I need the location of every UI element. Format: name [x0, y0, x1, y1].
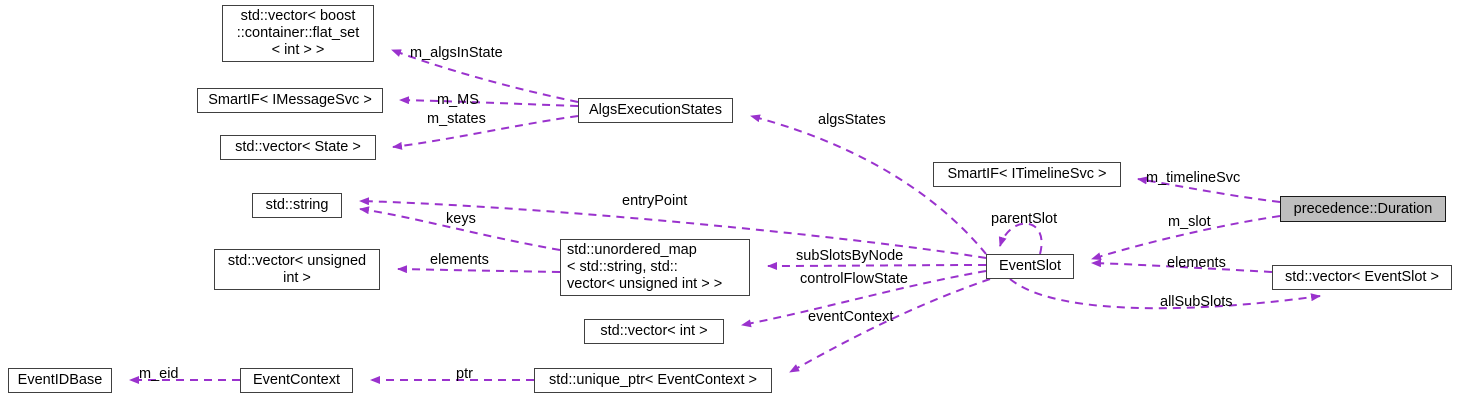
node-label: std::vector< int >	[600, 323, 708, 339]
node-label: std::unordered_map < std::string, std:: …	[567, 242, 723, 292]
edge-eventContext	[789, 278, 991, 373]
edge-label-m_timelineSvc: m_timelineSvc	[1146, 170, 1241, 186]
node-label: std::vector< State >	[235, 139, 361, 155]
edge-m_MS	[399, 96, 579, 107]
edge-label-eventContext: eventContext	[808, 309, 894, 325]
node-eventslot[interactable]: EventSlot	[986, 254, 1074, 279]
edge-label-elements-slot: elements	[1167, 255, 1226, 271]
node-vec-flatset[interactable]: std::vector< boost ::container::flat_set…	[222, 5, 374, 62]
node-std-string[interactable]: std::string	[252, 193, 342, 218]
node-label: std::unique_ptr< EventContext >	[549, 372, 757, 388]
node-vector-int[interactable]: std::vector< int >	[584, 319, 724, 344]
node-vector-unsigned-int[interactable]: std::vector< unsigned int >	[214, 249, 380, 290]
edge-parentSlot	[998, 222, 1043, 255]
node-label: precedence::Duration	[1293, 200, 1433, 217]
node-smartif-imessagesvc[interactable]: SmartIF< IMessageSvc >	[197, 88, 383, 113]
edge-label-m_states: m_states	[427, 111, 486, 127]
node-label: EventContext	[252, 372, 341, 388]
node-label: std::vector< boost ::container::flat_set…	[236, 8, 360, 58]
node-vector-eventslot[interactable]: std::vector< EventSlot >	[1272, 265, 1452, 290]
node-label: EventSlot	[998, 258, 1062, 274]
edge-label-entryPoint: entryPoint	[622, 193, 688, 209]
edge-label-m_MS: m_MS	[437, 92, 479, 108]
node-label: std::vector< unsigned int >	[227, 252, 367, 286]
node-label: AlgsExecutionStates	[589, 102, 722, 118]
node-eventidbase[interactable]: EventIDBase	[8, 368, 112, 393]
edge-label-controlFlowState: controlFlowState	[800, 271, 908, 287]
node-label: std::vector< EventSlot >	[1285, 269, 1439, 285]
edge-label-m_algsInState: m_algsInState	[410, 45, 503, 61]
node-label: SmartIF< IMessageSvc >	[208, 92, 372, 108]
edge-label-algsStates: algsStates	[818, 112, 886, 128]
edge-label-m_slot: m_slot	[1168, 214, 1211, 230]
node-label: SmartIF< ITimelineSvc >	[947, 166, 1107, 182]
node-label: EventIDBase	[17, 372, 103, 388]
edge-elements-uint	[397, 265, 561, 274]
node-algsexecutionstates[interactable]: AlgsExecutionStates	[578, 98, 733, 123]
edge-label-m_eid: m_eid	[139, 366, 179, 382]
node-unordered-map[interactable]: std::unordered_map < std::string, std:: …	[560, 239, 750, 296]
edge-label-ptr: ptr	[456, 366, 473, 382]
node-label: std::string	[265, 197, 329, 213]
edge-subSlotsByNode	[767, 261, 987, 270]
edge-label-elements-uint: elements	[430, 252, 489, 268]
edge-label-parentSlot: parentSlot	[991, 211, 1058, 227]
node-unique-ptr-eventcontext[interactable]: std::unique_ptr< EventContext >	[534, 368, 772, 393]
node-eventcontext[interactable]: EventContext	[240, 368, 353, 393]
node-vector-state[interactable]: std::vector< State >	[220, 135, 376, 160]
edge-label-allSubSlots: allSubSlots	[1160, 294, 1233, 310]
edge-label-subSlotsByNode: subSlotsByNode	[796, 248, 904, 264]
node-smartif-itimelinesvc[interactable]: SmartIF< ITimelineSvc >	[933, 162, 1121, 187]
edge-label-keys: keys	[446, 211, 476, 227]
node-precedence-duration[interactable]: precedence::Duration	[1280, 196, 1446, 222]
